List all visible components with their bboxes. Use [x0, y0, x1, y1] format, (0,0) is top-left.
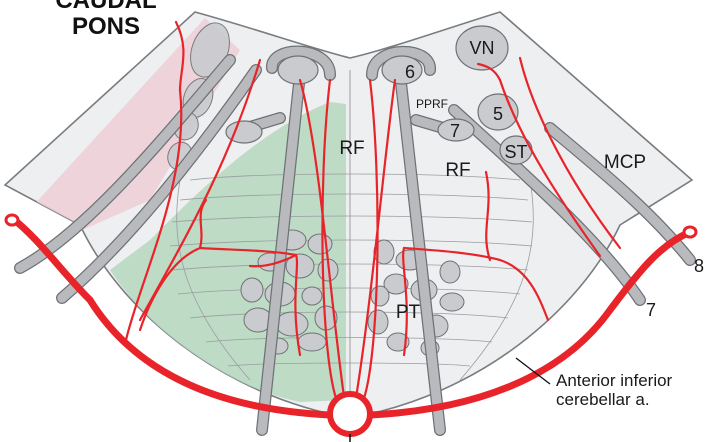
- label-st: ST: [504, 142, 527, 162]
- abducens-nucleus-right: [382, 56, 422, 84]
- label-pt: PT: [396, 302, 421, 323]
- label-nerve-8: 8: [694, 256, 704, 276]
- label-trigeminal-5: 5: [493, 104, 503, 124]
- abducens-nucleus-left: [278, 56, 318, 84]
- label-nerve-7: 7: [646, 300, 656, 320]
- annotation-aica-line2: cerebellar a.: [556, 390, 650, 410]
- label-abducens-6: 6: [405, 62, 415, 82]
- label-pprf: PPRF: [416, 97, 448, 111]
- label-vn: VN: [469, 38, 494, 58]
- label-mcp: MCP: [604, 152, 646, 173]
- basilar-artery: [330, 394, 370, 434]
- label-rf-left: RF: [339, 138, 364, 159]
- label-facial-7: 7: [450, 121, 460, 141]
- aica-cut-end-right: [684, 227, 696, 237]
- annotation-aica-line1: Anterior inferior: [556, 371, 672, 391]
- aica-cut-end-left: [6, 215, 18, 225]
- label-rf-right: RF: [445, 160, 470, 181]
